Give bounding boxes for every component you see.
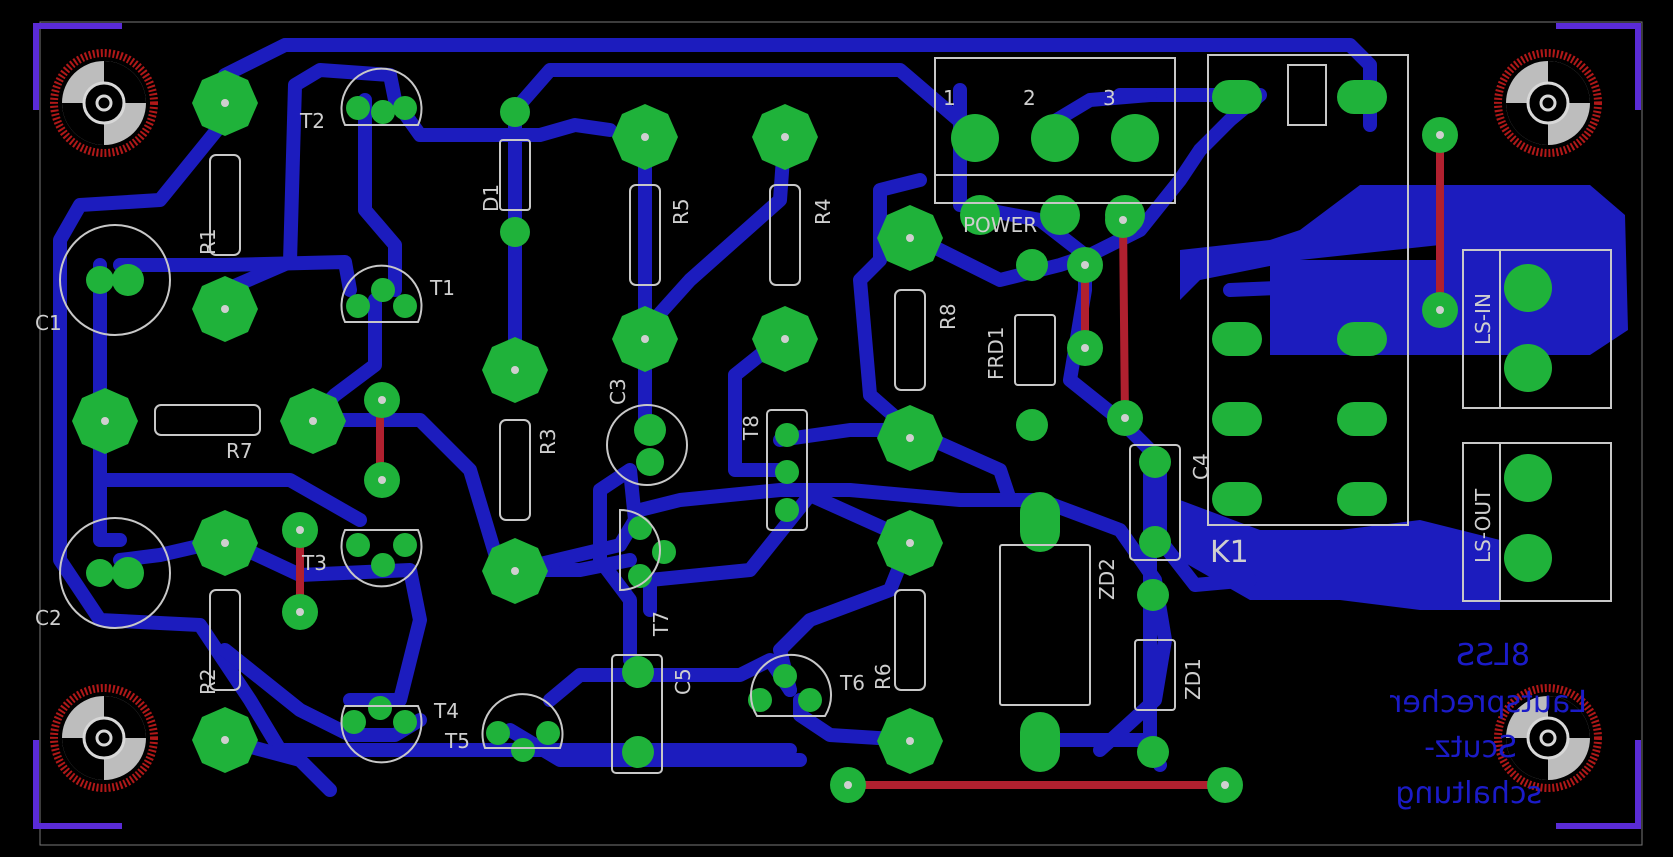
label-c4: C4 <box>1189 453 1213 480</box>
label-r1: R1 <box>196 228 220 255</box>
mounting-hole-bottom-right <box>1494 684 1602 792</box>
label-r4: R4 <box>811 198 835 225</box>
power-connector-label: POWER <box>963 213 1037 237</box>
title-line-1: 8LSS <box>1456 638 1530 673</box>
label-frd1: FRD1 <box>984 326 1008 380</box>
mounting-hole-top-left <box>50 49 158 157</box>
label-t5: T5 <box>444 729 470 753</box>
board-outline <box>39 21 1643 846</box>
title-line-3: Scutz- <box>1424 730 1517 765</box>
ls-out-connector-label: LS-OUT <box>1471 488 1495 563</box>
title-line-2: Lautsprecher <box>1389 685 1587 720</box>
label-r3: R3 <box>536 428 560 455</box>
label-t2: T2 <box>299 109 325 133</box>
label-k1: K1 <box>1210 535 1249 570</box>
label-c1: C1 <box>35 311 62 335</box>
top-copper-traces <box>296 131 1444 789</box>
power-pin-1: 1 <box>943 86 956 110</box>
title-line-4: schaltung <box>1395 776 1542 811</box>
ls-in-connector-label: LS-IN <box>1471 293 1495 345</box>
label-c2: C2 <box>35 606 62 630</box>
label-t7: T7 <box>649 611 673 637</box>
title-block: 8LSS Lautsprecher Scutz- schaltung <box>1389 638 1587 811</box>
label-t3: T3 <box>301 551 327 575</box>
label-r2: R2 <box>196 668 220 695</box>
silkscreen <box>59 54 1612 774</box>
label-c5: C5 <box>671 668 695 695</box>
pad-drills <box>101 99 1444 789</box>
label-r6: R6 <box>871 663 895 690</box>
label-t4: T4 <box>433 699 459 723</box>
corner-marks <box>33 23 1641 829</box>
label-zd1: ZD1 <box>1181 658 1205 700</box>
label-c3: C3 <box>606 378 630 405</box>
label-t8: T8 <box>739 415 763 441</box>
label-t6: T6 <box>839 671 865 695</box>
power-pin-3: 3 <box>1103 86 1116 110</box>
label-d1: D1 <box>479 184 503 212</box>
mounting-hole-top-right <box>1494 49 1602 157</box>
label-zd2: ZD2 <box>1095 558 1119 600</box>
power-pin-2: 2 <box>1023 86 1036 110</box>
label-r8: R8 <box>936 303 960 330</box>
label-r7: R7 <box>226 439 253 463</box>
label-t1: T1 <box>429 276 455 300</box>
pads <box>72 70 1552 803</box>
label-r5: R5 <box>669 198 693 225</box>
mounting-hole-bottom-left <box>50 684 158 792</box>
